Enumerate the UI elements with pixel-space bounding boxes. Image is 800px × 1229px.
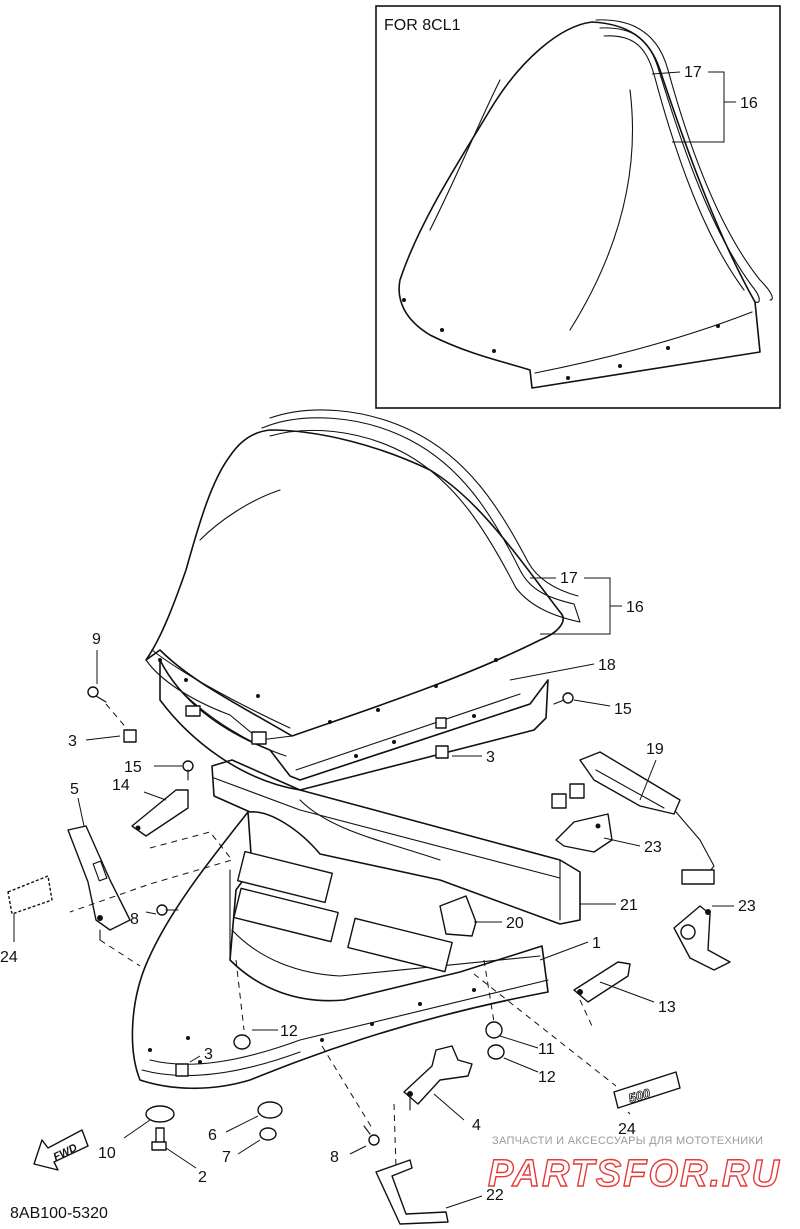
callout-21: 21 (620, 897, 638, 914)
screw-8-lower (363, 1125, 380, 1146)
callout-16: 16 (626, 599, 644, 616)
callout-1: 1 (592, 935, 601, 952)
screw-15-right (553, 692, 574, 705)
watermark-tagline: ЗАПЧАСТИ И АКСЕССУАРЫ ДЛЯ МОТОТЕХНИКИ (492, 1135, 763, 1147)
callout-17-inset: 17 (684, 64, 702, 81)
screw-15-left (182, 760, 194, 781)
watermark: ЗАПЧАСТИ И АКСЕССУАРЫ ДЛЯ МОТОТЕХНИКИ PA… (487, 1135, 781, 1196)
callout-19: 19 (646, 741, 664, 758)
emblem-24: 500 (613, 1071, 681, 1109)
grommet-11 (485, 1021, 503, 1039)
callout-11: 11 (538, 1041, 555, 1058)
callout-23-lower: 23 (738, 898, 756, 915)
inset-panel: FOR 8CL1 17 16 (375, 5, 781, 409)
diagram-code: 8AB100-5320 (10, 1205, 108, 1222)
callout-22: 22 (486, 1187, 504, 1204)
bracket-22 (375, 1159, 449, 1225)
screw-8-upper (156, 904, 179, 916)
nut-3-upper (123, 729, 137, 743)
plate-23-upper (555, 813, 613, 853)
windscreen-16 (145, 409, 581, 741)
bracket-13 (573, 961, 631, 1003)
damper-6 (257, 1101, 283, 1119)
callout-8-upper: 8 (130, 911, 139, 928)
callout-2: 2 (198, 1169, 207, 1186)
grommet-12-lower (487, 1044, 505, 1060)
callout-3-lower: 3 (204, 1046, 213, 1063)
callout-12-upper: 12 (280, 1023, 298, 1040)
panel-18 (159, 659, 549, 791)
emblem-text: 500 (627, 1085, 653, 1106)
callout-12-lower: 12 (538, 1069, 556, 1086)
callout-16-inset: 16 (740, 95, 758, 112)
callout-17: 17 (560, 570, 578, 587)
fastener-9 (87, 686, 107, 703)
collar-7 (259, 1127, 277, 1141)
bracket-5 (67, 825, 131, 941)
lower-cowl-1 (131, 811, 549, 1090)
inset-windscreen (398, 19, 773, 389)
grommet-12-upper (233, 1034, 251, 1050)
callout-8-lower: 8 (330, 1149, 339, 1166)
callout-20: 20 (506, 915, 524, 932)
callout-18: 18 (598, 657, 616, 674)
callout-3-upper: 3 (68, 733, 77, 750)
bracket-14 (131, 789, 189, 837)
nut-3-lower (175, 1063, 189, 1077)
callout-23-upper: 23 (644, 839, 662, 856)
decal-24-left (7, 875, 53, 915)
bracket-4 (403, 1045, 473, 1111)
callout-13: 13 (658, 999, 676, 1016)
callout-24-right: 24 (618, 1121, 636, 1138)
callout-24-left: 24 (0, 949, 18, 966)
callout-10: 10 (98, 1145, 116, 1162)
inner-bracket-21 (211, 759, 581, 925)
callout-4: 4 (472, 1117, 481, 1134)
plate-23-lower (673, 905, 731, 971)
nut-3-mid (435, 745, 449, 759)
callout-14: 14 (112, 777, 130, 794)
callout-3-mid: 3 (486, 749, 495, 766)
washer-10 (145, 1105, 175, 1123)
callout-7: 7 (222, 1149, 231, 1166)
callout-6: 6 (208, 1127, 217, 1144)
inset-label: FOR 8CL1 (384, 17, 461, 34)
stay-19 (551, 751, 715, 885)
callout-15-left: 15 (124, 759, 142, 776)
callout-9: 9 (92, 631, 101, 648)
cover-20 (439, 895, 477, 937)
callout-15-right: 15 (614, 701, 632, 718)
watermark-brand-logo: PARTSFOR.RU (488, 1153, 781, 1195)
callout-5: 5 (70, 781, 79, 798)
fwd-arrow-icon: FWD (33, 1129, 89, 1171)
bolt-2 (151, 1127, 167, 1151)
